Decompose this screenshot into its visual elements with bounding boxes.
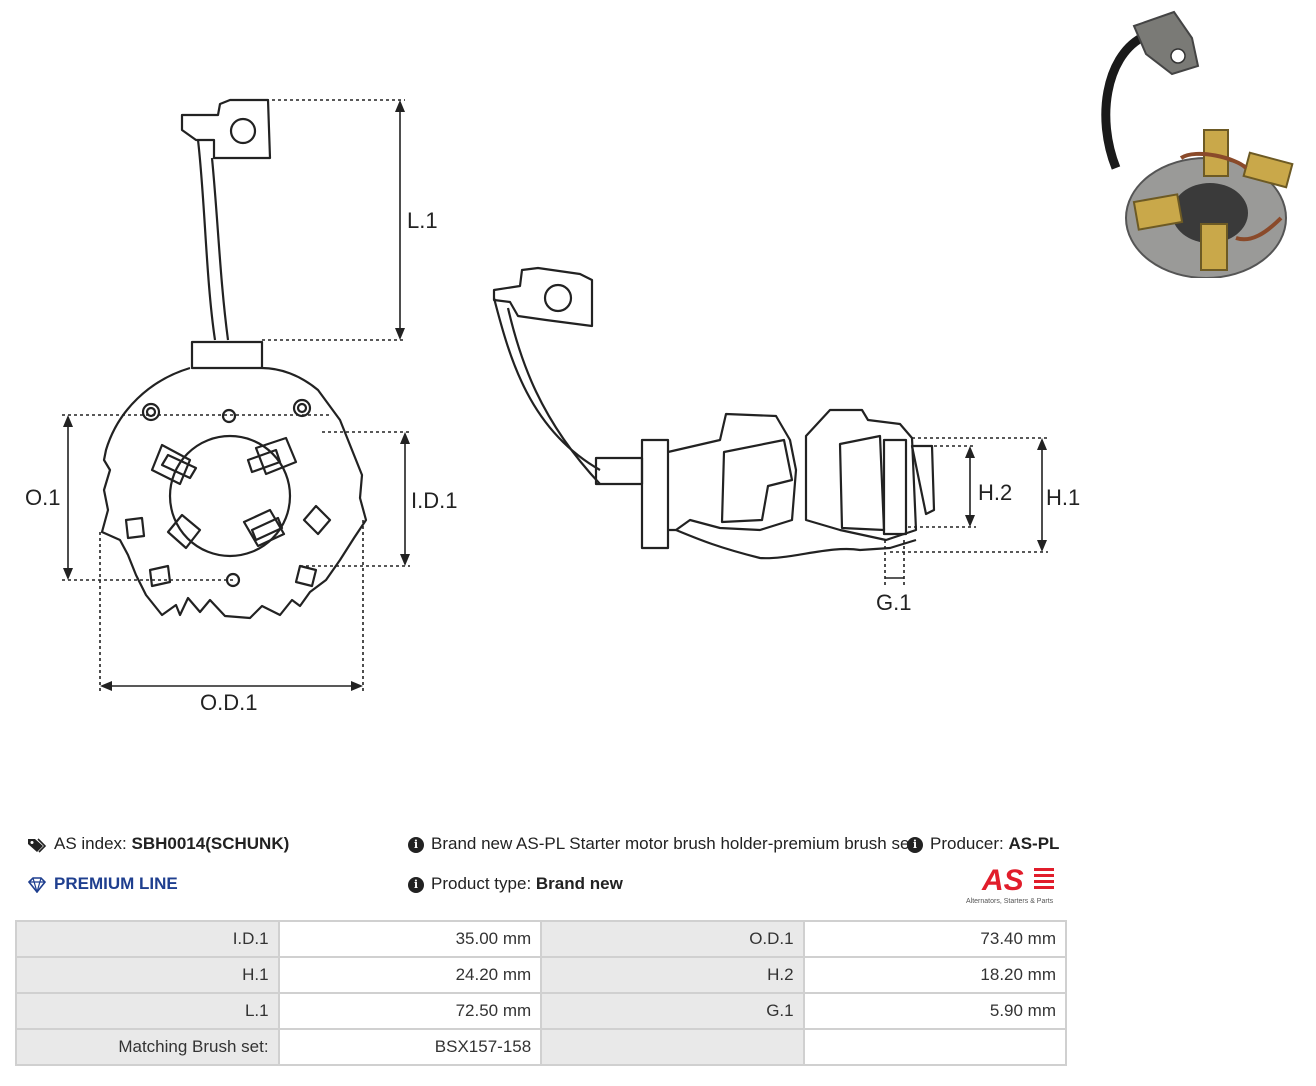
spec-label: L.1 <box>15 992 280 1030</box>
dim-label-h2: H.2 <box>978 480 1012 505</box>
premium-line: PREMIUM LINE <box>27 874 178 894</box>
spec-label: H.2 <box>540 956 805 994</box>
spec-label: O.D.1 <box>540 920 805 958</box>
product-photo <box>1101 10 1294 278</box>
dim-label-h1: H.1 <box>1046 485 1080 510</box>
as-index: AS index: SBH0014(SCHUNK) <box>27 834 289 854</box>
tag-icon <box>28 837 47 853</box>
spec-value <box>802 1028 1068 1066</box>
dim-label-g1: G.1 <box>876 590 911 615</box>
front-view <box>100 98 368 620</box>
spec-value: 73.40 mm <box>802 920 1068 958</box>
product-type-value: Brand new <box>535 874 623 893</box>
as-index-label: AS index: <box>54 834 127 853</box>
table-row: I.D.1 35.00 mm O.D.1 73.40 mm <box>15 920 1068 958</box>
spec-label: Matching Brush set: <box>15 1028 280 1066</box>
spec-label: H.1 <box>15 956 280 994</box>
producer: i Producer: AS-PL <box>907 834 1059 854</box>
info-icon: i <box>408 836 424 853</box>
as-index-value: SBH0014(SCHUNK) <box>131 834 290 853</box>
logo-tagline: Alternators, Starters & Parts <box>966 898 1054 905</box>
spec-label <box>540 1028 805 1066</box>
dim-label-o1: O.1 <box>25 485 60 510</box>
description-text: Brand new AS-PL Starter motor brush hold… <box>431 834 915 853</box>
spec-value: BSX157-158 <box>277 1028 543 1066</box>
technical-drawing: L.1 O.1 I.D.1 O.D.1 H.2 H.1 G.1 <box>25 98 1080 715</box>
product-type: i Product type: Brand new <box>408 874 623 894</box>
dimension-lines <box>62 99 1048 692</box>
spec-value: 72.50 mm <box>277 992 543 1030</box>
table-row: L.1 72.50 mm G.1 5.90 mm <box>15 992 1068 1030</box>
dim-label-od1: O.D.1 <box>200 690 257 715</box>
product-type-label: Product type: <box>431 874 532 893</box>
specs-table: I.D.1 35.00 mm O.D.1 73.40 mm H.1 24.20 … <box>15 920 1068 1066</box>
side-view <box>492 266 936 560</box>
logo-mark: AS <box>981 864 1024 897</box>
dim-label-l1: L.1 <box>407 208 438 233</box>
dim-label-id1: I.D.1 <box>411 488 457 513</box>
diamond-icon <box>27 876 47 893</box>
info-icon: i <box>408 876 424 893</box>
spec-label: G.1 <box>540 992 805 1030</box>
table-row: Matching Brush set: BSX157-158 <box>15 1028 1068 1066</box>
producer-label: Producer: <box>930 834 1004 853</box>
description: i Brand new AS-PL Starter motor brush hol… <box>408 834 914 854</box>
spec-value: 5.90 mm <box>802 992 1068 1030</box>
spec-value: 35.00 mm <box>277 920 543 958</box>
premium-line-label: PREMIUM LINE <box>54 874 178 893</box>
spec-value: 24.20 mm <box>277 956 543 994</box>
info-icon: i <box>907 836 923 853</box>
producer-value: AS-PL <box>1008 834 1060 853</box>
spec-label: I.D.1 <box>15 920 280 958</box>
spec-value: 18.20 mm <box>802 956 1068 994</box>
dimension-arrows <box>63 100 1047 691</box>
table-row: H.1 24.20 mm H.2 18.20 mm <box>15 956 1068 994</box>
as-pl-logo: AS Alternators, Starters & Parts <box>966 864 1054 905</box>
